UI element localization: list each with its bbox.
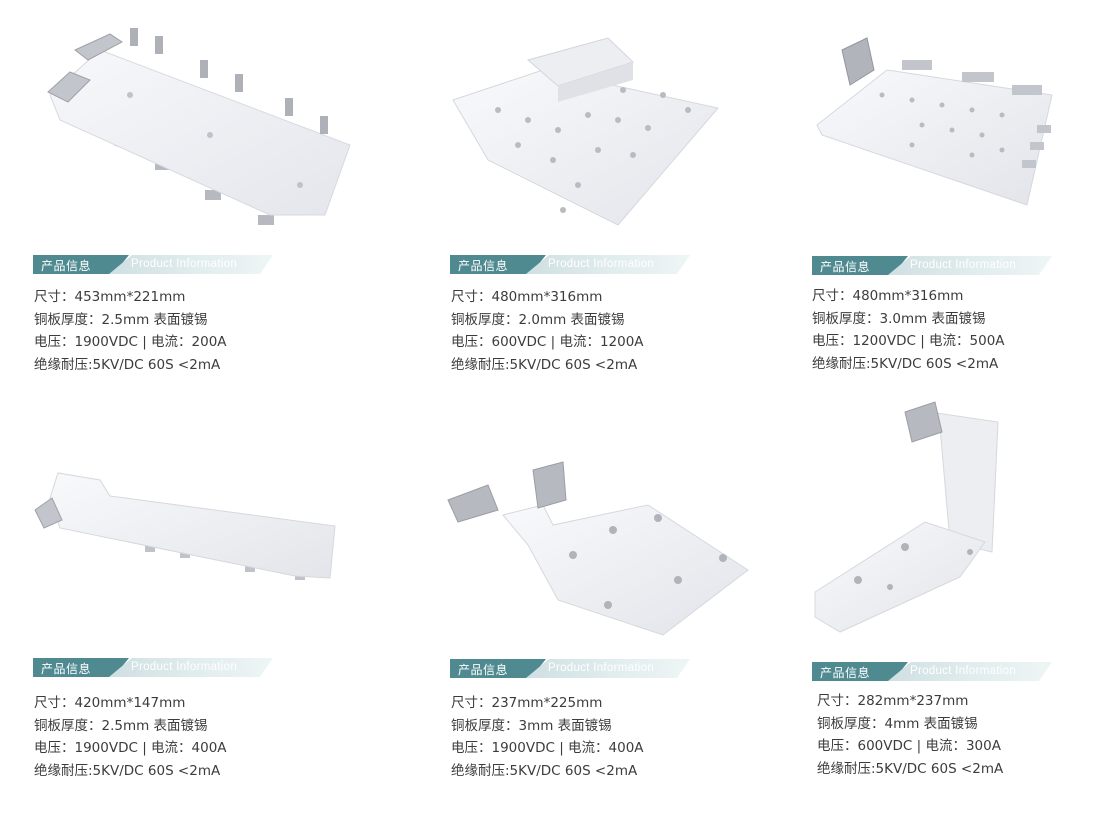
tag-cn-label: 产品信息 (820, 666, 871, 680)
tag-cn-label: 产品信息 (458, 663, 509, 677)
spec-voltage-current: 电压：1200VDC | 电流：500A (812, 333, 1005, 349)
tag-cn-label: 产品信息 (458, 259, 509, 273)
spec-thickness: 铜板厚度：4mm 表面镀锡 (817, 715, 978, 732)
spec-insulation: 绝缘耐压:5KV/DC 60S <2mA (817, 760, 1004, 777)
spec-voltage-current: 电压：600VDC | 电流：300A (817, 738, 1001, 754)
spec-size: 尺寸：420mm*147mm (34, 695, 186, 711)
product-specs: 尺寸：480mm*316mm 铜板厚度：2.0mm 表面镀锡 电压：600VDC… (451, 286, 644, 376)
product-info-tag: 产品信息 Product Information (450, 255, 690, 274)
tag-cn-label: 产品信息 (41, 259, 92, 273)
tag-en-label: Product Information (548, 662, 655, 674)
product-info-tag: 产品信息 Product Information (450, 659, 690, 678)
tag-en-label: Product Information (910, 259, 1017, 271)
spec-insulation: 绝缘耐压:5KV/DC 60S <2mA (451, 762, 638, 779)
product-specs: 尺寸：420mm*147mm 铜板厚度：2.5mm 表面镀锡 电压：1900VD… (34, 692, 227, 782)
spec-thickness: 铜板厚度：2.5mm 表面镀锡 (34, 717, 208, 734)
spec-thickness: 铜板厚度：2.5mm 表面镀锡 (34, 311, 208, 328)
tag-en-label: Product Information (131, 258, 238, 270)
spec-size: 尺寸：480mm*316mm (812, 288, 964, 304)
spec-voltage-current: 电压：1900VDC | 电流：400A (451, 740, 644, 756)
spec-insulation: 绝缘耐压:5KV/DC 60S <2mA (34, 356, 221, 373)
spec-size: 尺寸：480mm*316mm (451, 289, 603, 305)
spec-size: 尺寸：453mm*221mm (34, 289, 186, 305)
product-info-tag: 产品信息 Product Information (812, 662, 1052, 681)
product-specs: 尺寸：480mm*316mm 铜板厚度：3.0mm 表面镀锡 电压：1200VD… (812, 285, 1005, 375)
product-info-tag: 产品信息 Product Information (33, 255, 273, 274)
product-image-6 (810, 401, 1010, 637)
tag-en-label: Product Information (910, 665, 1017, 677)
product-info-tag: 产品信息 Product Information (33, 658, 273, 677)
spec-insulation: 绝缘耐压:5KV/DC 60S <2mA (34, 762, 221, 779)
spec-voltage-current: 电压：1900VDC | 电流：200A (34, 334, 227, 350)
product-specs: 尺寸：282mm*237mm 铜板厚度：4mm 表面镀锡 电压：600VDC |… (817, 690, 1003, 780)
product-image-1 (30, 20, 360, 240)
tag-en-label: Product Information (548, 258, 655, 270)
spec-voltage-current: 电压：600VDC | 电流：1200A (451, 334, 644, 350)
spec-insulation: 绝缘耐压:5KV/DC 60S <2mA (451, 356, 638, 373)
product-specs: 尺寸：453mm*221mm 铜板厚度：2.5mm 表面镀锡 电压：1900VD… (34, 286, 227, 376)
product-info-tag: 产品信息 Product Information (812, 256, 1052, 275)
product-image-2 (448, 20, 723, 235)
tag-en-label: Product Information (131, 661, 238, 673)
spec-thickness: 铜板厚度：3.0mm 表面镀锡 (812, 310, 986, 327)
spec-size: 尺寸：237mm*225mm (451, 695, 603, 711)
product-image-5 (447, 460, 753, 640)
spec-voltage-current: 电压：1900VDC | 电流：400A (34, 740, 227, 756)
tag-cn-label: 产品信息 (820, 260, 871, 274)
product-specs: 尺寸：237mm*225mm 铜板厚度：3mm 表面镀锡 电压：1900VDC … (451, 692, 644, 782)
spec-insulation: 绝缘耐压:5KV/DC 60S <2mA (812, 355, 999, 372)
product-image-4 (30, 468, 345, 588)
spec-thickness: 铜板厚度：2.0mm 表面镀锡 (451, 311, 625, 328)
product-image-3 (812, 30, 1072, 220)
spec-thickness: 铜板厚度：3mm 表面镀锡 (451, 717, 612, 734)
tag-cn-label: 产品信息 (41, 662, 92, 676)
spec-size: 尺寸：282mm*237mm (817, 693, 969, 709)
